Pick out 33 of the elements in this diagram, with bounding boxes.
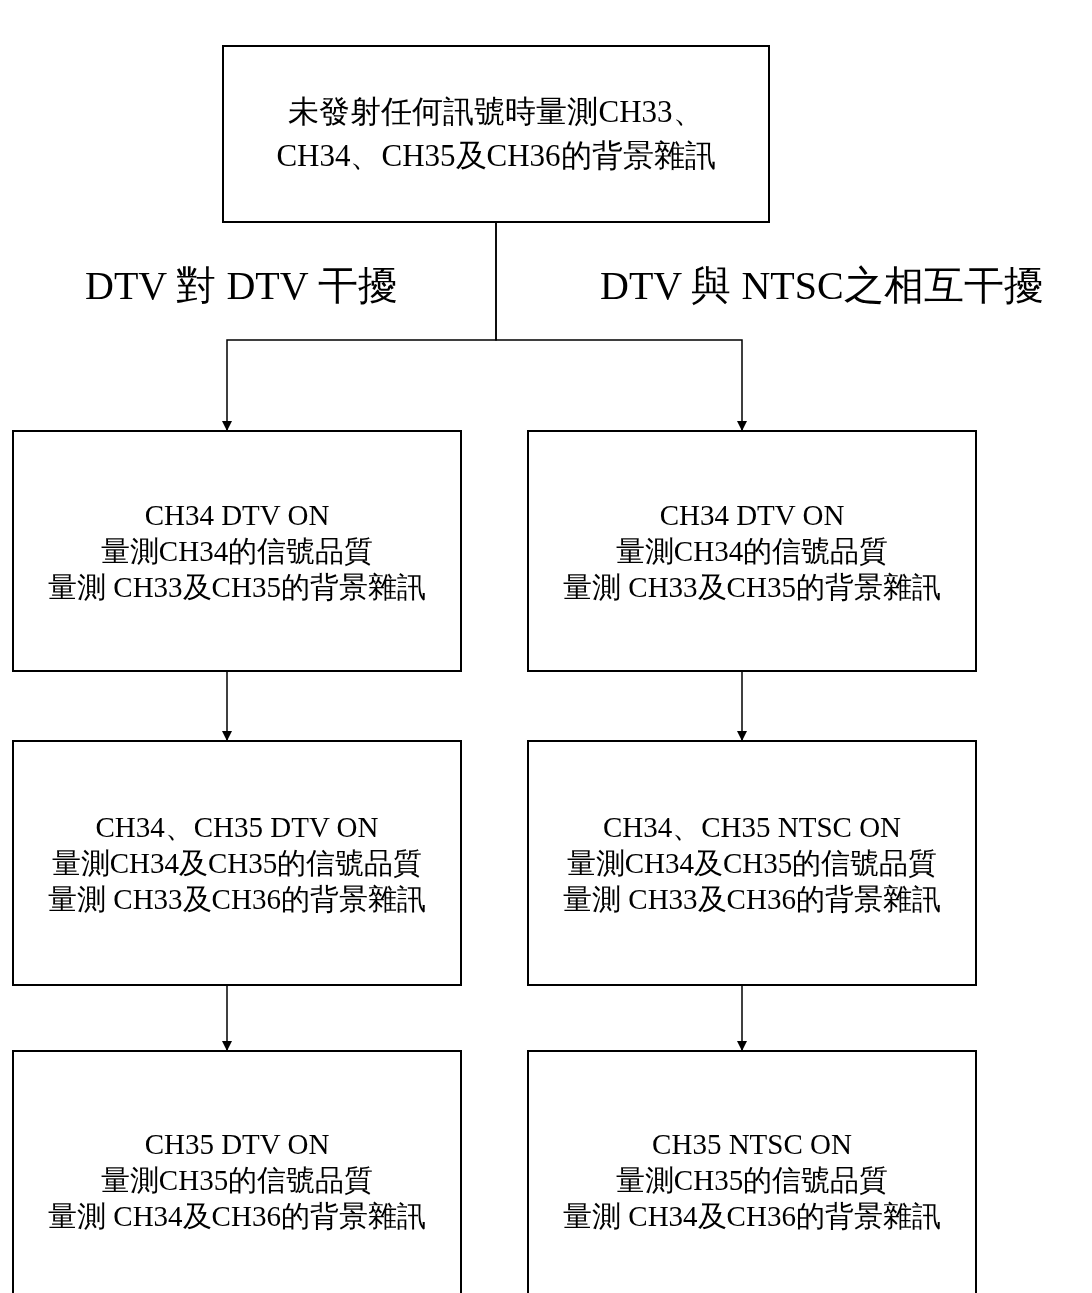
arrow <box>222 985 232 1051</box>
box-text: 量測 CH34及CH36的背景雜訊 <box>48 1199 426 1234</box>
box-text: 量測CH34的信號品質 <box>100 534 374 569</box>
box-text: CH35 DTV ON <box>144 1127 330 1162</box>
box-text: 量測 CH33及CH36的背景雜訊 <box>563 882 941 917</box>
box-text: 未發射任何訊號時量測CH33、CH34、CH35及CH36的背景雜訊 <box>275 93 717 175</box>
process-box <box>12 1050 462 1293</box>
box-text: 量測CH35的信號品質 <box>615 1163 889 1198</box>
box-text: CH34、CH35 DTV ON <box>95 810 379 845</box>
process-box <box>527 430 977 672</box>
process-box <box>527 1050 977 1293</box>
branch-heading: DTV 與 NTSC之相互干擾 <box>600 262 1044 310</box>
process-box <box>222 45 770 223</box>
arrow <box>495 222 747 431</box>
box-text: 量測CH34的信號品質 <box>615 534 889 569</box>
box-text: 量測 CH34及CH36的背景雜訊 <box>563 1199 941 1234</box>
box-text: CH34 DTV ON <box>144 498 330 533</box>
box-text: CH34 DTV ON <box>659 498 845 533</box>
process-box <box>12 430 462 672</box>
arrow <box>737 671 747 741</box>
box-text: 量測CH34及CH35的信號品質 <box>51 846 423 881</box>
box-text: CH35 NTSC ON <box>652 1127 852 1162</box>
arrow <box>737 985 747 1051</box>
box-text: CH34、CH35 NTSC ON <box>602 810 902 845</box>
box-text: 量測CH35的信號品質 <box>100 1163 374 1198</box>
box-text: 量測CH34及CH35的信號品質 <box>566 846 938 881</box>
box-text: 量測 CH33及CH35的背景雜訊 <box>563 570 941 605</box>
process-box <box>12 740 462 986</box>
box-text: 量測 CH33及CH35的背景雜訊 <box>48 570 426 605</box>
branch-heading: DTV 對 DTV 干擾 <box>85 262 398 310</box>
box-text: 量測 CH33及CH36的背景雜訊 <box>48 882 426 917</box>
process-box <box>527 740 977 986</box>
arrow <box>222 671 232 741</box>
